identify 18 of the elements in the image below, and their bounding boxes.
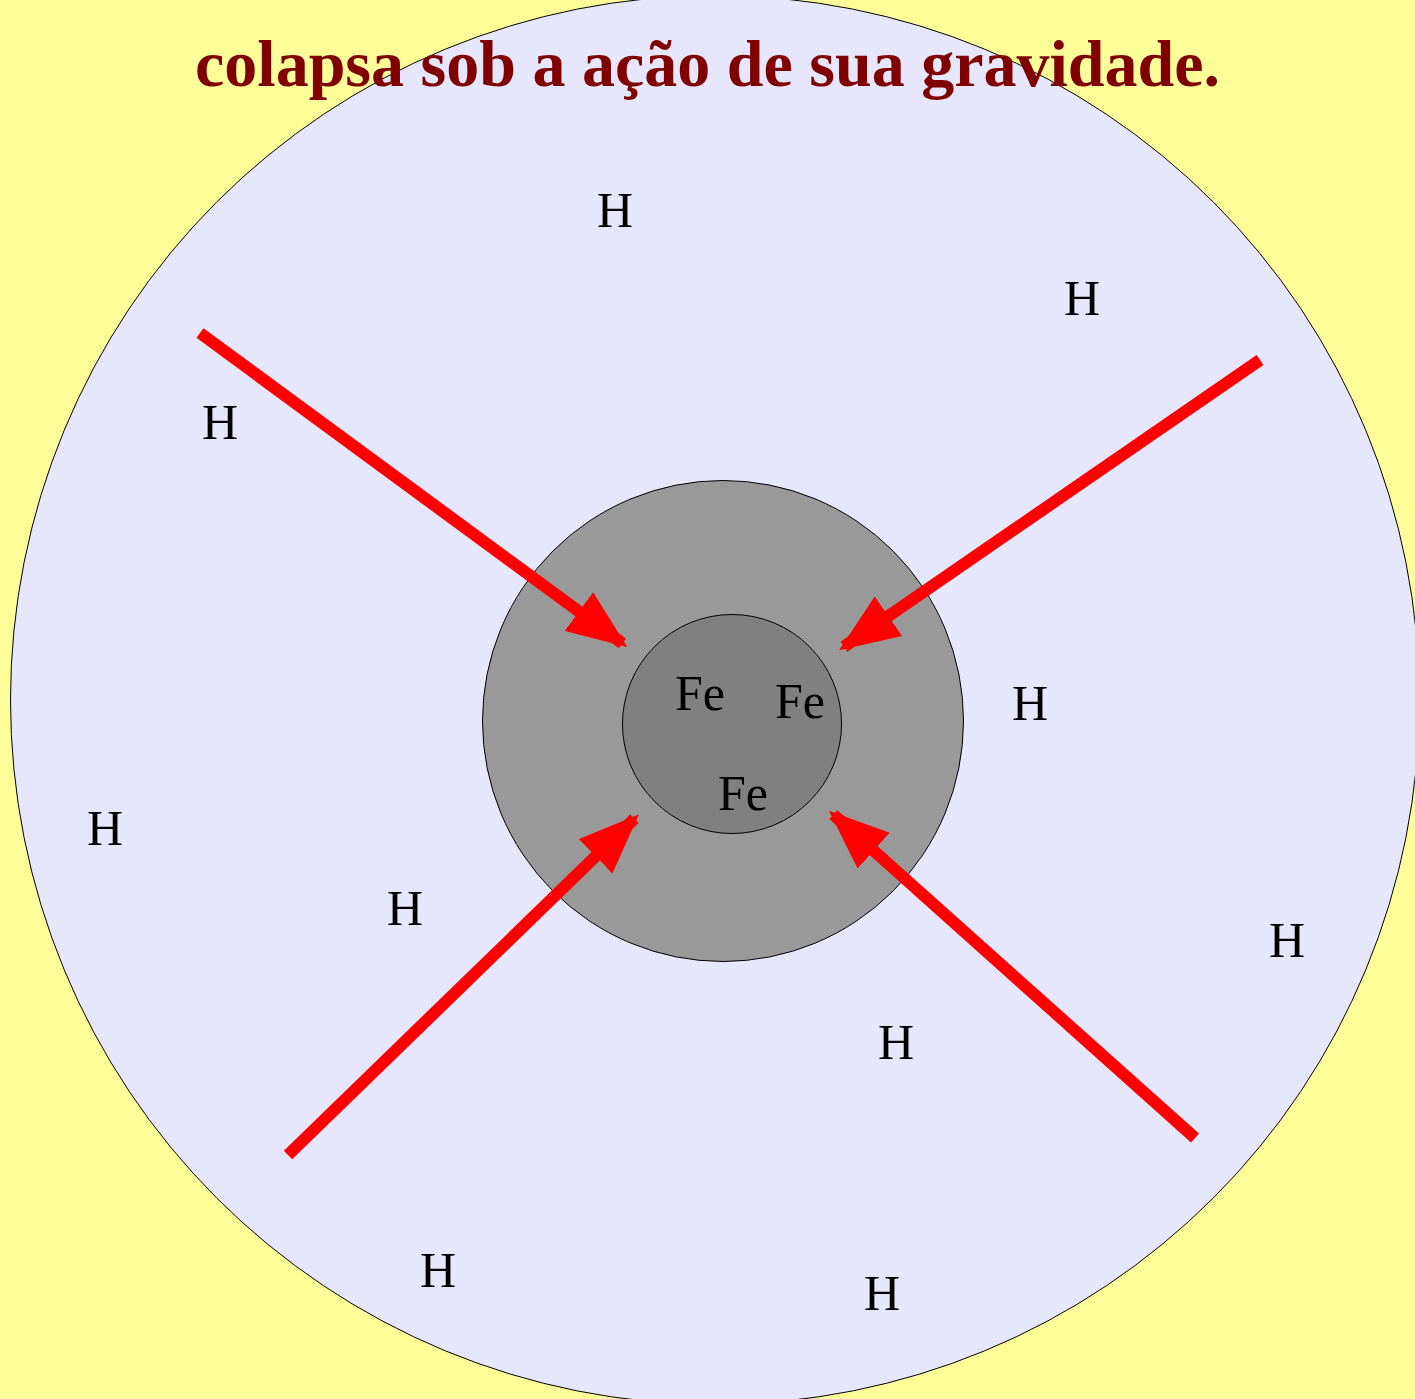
- element-symbol: H: [1268, 915, 1306, 965]
- element-symbol: H: [386, 883, 424, 933]
- element-symbol: H: [596, 185, 634, 235]
- element-symbol: Fe: [775, 676, 825, 726]
- arrow: [828, 810, 1199, 1143]
- arrow: [283, 814, 639, 1160]
- element-symbol: Fe: [718, 768, 768, 818]
- element-symbol: H: [863, 1268, 901, 1318]
- arrow: [196, 328, 628, 649]
- element-symbol: H: [86, 803, 124, 853]
- element-symbol: H: [1063, 273, 1101, 323]
- element-symbol: H: [201, 397, 239, 447]
- element-symbol: Fe: [675, 668, 725, 718]
- element-symbol: H: [1011, 678, 1049, 728]
- arrow: [839, 355, 1264, 652]
- element-symbol: H: [877, 1017, 915, 1067]
- element-symbol: H: [419, 1245, 457, 1295]
- star-envelope: [10, 0, 1415, 1399]
